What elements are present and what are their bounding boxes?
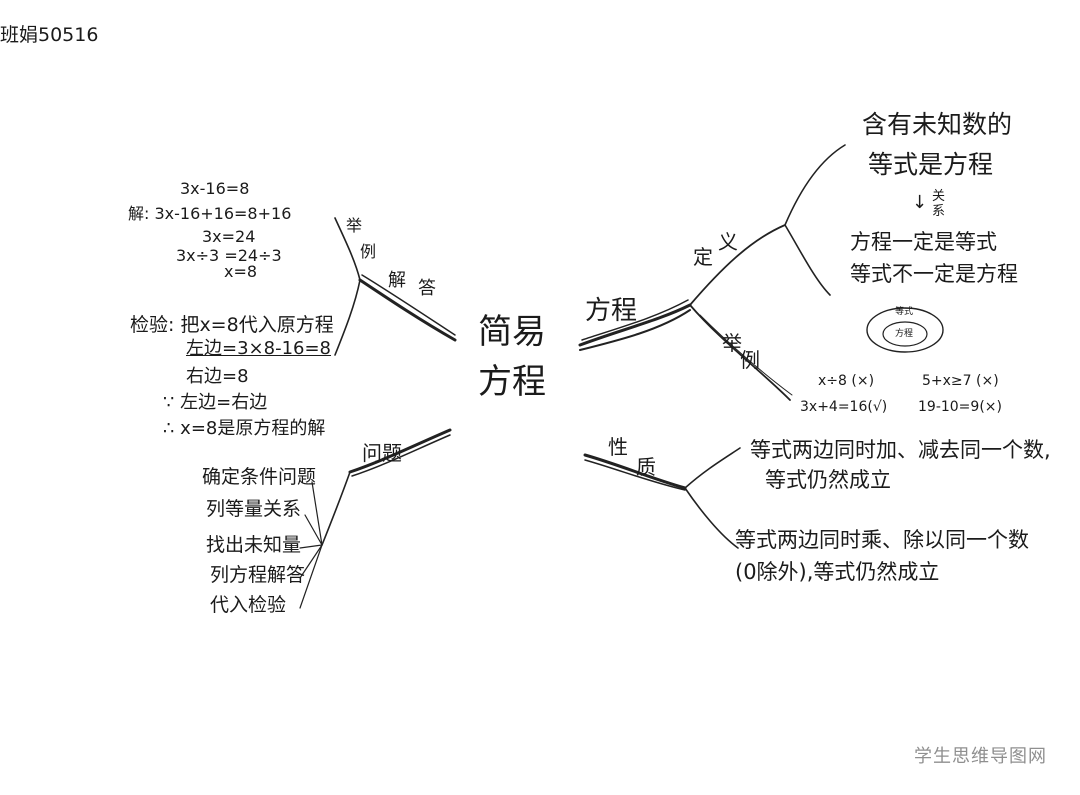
check-line: ∵ 左边=右边 bbox=[163, 392, 268, 413]
property-1-line2: 等式仍然成立 bbox=[765, 468, 891, 492]
property-label-2: 质 bbox=[636, 455, 656, 479]
check-line: 右边=8 bbox=[186, 366, 249, 387]
problem-step: 找出未知量 bbox=[206, 534, 302, 556]
solve-label-jie: 解 bbox=[388, 270, 406, 291]
example-item: 19-10=9(×) bbox=[918, 399, 1002, 415]
solution-line: x=8 bbox=[224, 262, 258, 281]
examples-label-1: 举 bbox=[722, 331, 742, 355]
problem-step: 列方程解答 bbox=[210, 564, 306, 586]
relation-arrow: ↓ bbox=[912, 192, 928, 213]
definition-label-2: 义 bbox=[718, 230, 738, 254]
check-line: 检验: 把x=8代入原方程 bbox=[130, 314, 334, 336]
property-label-1: 性 bbox=[608, 435, 628, 459]
venn-inner-label: 方程 bbox=[895, 329, 914, 339]
definition-text-line2: 等式是方程 bbox=[868, 150, 994, 179]
center-title-line2: 方程 bbox=[478, 362, 546, 402]
branch-label-fangcheng: 方程 bbox=[585, 296, 638, 326]
solve-label-da: 答 bbox=[418, 278, 436, 299]
example-item: x÷8 (×) bbox=[818, 373, 875, 389]
solve-label-li: 例 bbox=[360, 242, 377, 261]
example-item: 3x+4=16(√) bbox=[800, 399, 888, 415]
relation-line2: 等式不一定是方程 bbox=[850, 262, 1018, 286]
solve-label-ju: 举 bbox=[346, 216, 363, 235]
property-1-line1: 等式两边同时加、减去同一个数, bbox=[750, 438, 1051, 462]
watermark: 学生思维导图网 bbox=[914, 746, 1047, 767]
venn-outer-label: 等式 bbox=[895, 307, 914, 317]
corner-note: 班娟50516 bbox=[0, 24, 99, 46]
relation-line1: 方程一定是等式 bbox=[850, 230, 997, 254]
check-line: 左边=3×8-16=8 bbox=[186, 338, 332, 359]
example-item: 5+x≥7 (×) bbox=[922, 373, 999, 389]
solution-line: 3x=24 bbox=[202, 227, 256, 246]
problem-step: 列等量关系 bbox=[206, 498, 302, 520]
property-2-line1: 等式两边同时乘、除以同一个数 bbox=[735, 528, 1029, 552]
center-title-line1: 简易 bbox=[478, 312, 546, 352]
solution-line: 解: 3x-16+16=8+16 bbox=[128, 204, 292, 223]
relation-label-2: 系 bbox=[932, 204, 946, 219]
solution-line: 3x÷3 =24÷3 bbox=[176, 246, 282, 265]
solution-line: 3x-16=8 bbox=[180, 179, 250, 198]
property-2-line2: (0除外),等式仍然成立 bbox=[735, 560, 940, 584]
problem-label: 问题 bbox=[362, 441, 402, 465]
problem-step: 代入检验 bbox=[210, 594, 287, 616]
relation-label-1: 关 bbox=[932, 189, 946, 204]
definition-text-line1: 含有未知数的 bbox=[862, 110, 1013, 139]
examples-label-2: 例 bbox=[740, 348, 760, 372]
definition-label-1: 定 bbox=[693, 245, 713, 269]
check-line: ∴ x=8是原方程的解 bbox=[163, 418, 326, 439]
problem-step: 确定条件问题 bbox=[202, 466, 317, 488]
